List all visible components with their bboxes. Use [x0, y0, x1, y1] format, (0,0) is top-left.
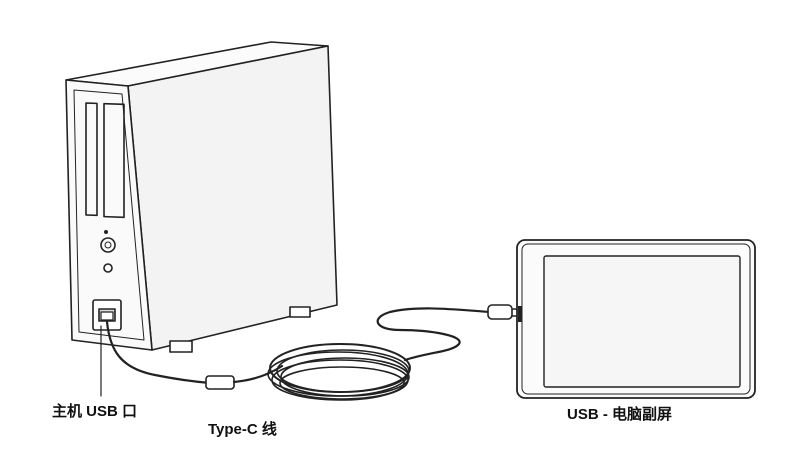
tower-side-face: [127, 45, 338, 351]
monitor-screen: [543, 255, 741, 388]
monitor-side-port: [518, 306, 522, 322]
type-c-cable: [100, 304, 521, 401]
usb-plug-head: [100, 311, 114, 321]
label-type-c-cable: Type-C 线: [208, 421, 277, 438]
tower-front-face: [65, 79, 153, 351]
portable-monitor: [516, 239, 756, 399]
power-button-icon: [100, 237, 116, 253]
indicator-led: [104, 230, 109, 235]
label-host-usb-port: 主机 USB 口: [52, 403, 138, 420]
type-c-plug: [487, 304, 513, 320]
label-usb-secondary-screen: USB - 电脑副屏: [567, 406, 673, 423]
cable-coil-loop-5: [271, 359, 409, 401]
cable-coil-loop-2: [276, 349, 410, 393]
drive-bay-upper: [85, 102, 98, 217]
power-button-inner: [104, 241, 112, 249]
cable-segment-right: [376, 307, 492, 362]
cable-ferrite: [205, 375, 235, 390]
pc-tower: [65, 41, 338, 353]
reset-button-icon: [103, 263, 113, 273]
cable-segment-left: [105, 320, 212, 385]
tower-front-bevel: [73, 89, 145, 341]
tower-foot-back: [289, 306, 311, 318]
cable-segment-to-coil: [232, 364, 284, 384]
drive-bay-lower: [103, 102, 125, 219]
cable-coil-loop-4: [280, 357, 410, 397]
tower-foot-front: [169, 340, 193, 353]
cable-coil-loop-6: [279, 366, 405, 400]
